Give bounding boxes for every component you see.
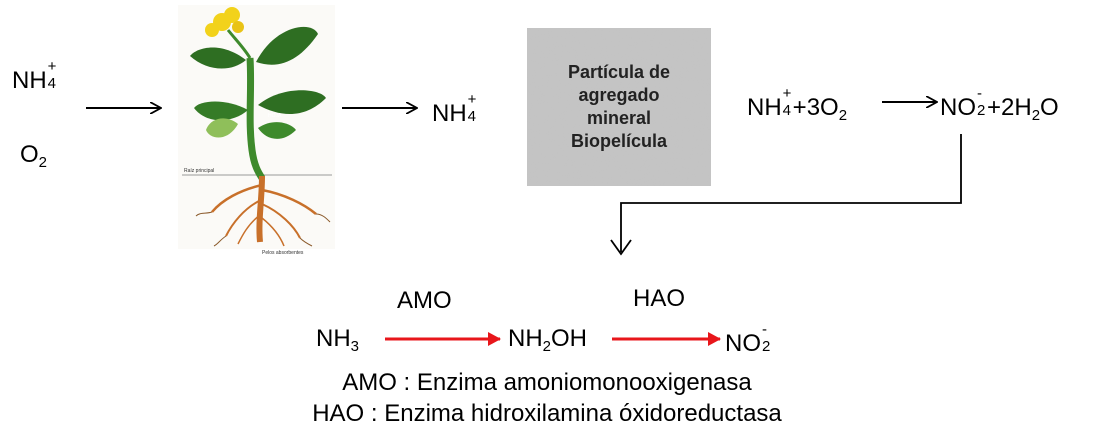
mineral-particle-label: Partícula de agregado mineral Biopelícul…	[527, 28, 711, 186]
mineral-particle	[527, 28, 711, 186]
mineral-line-1: Partícula de	[567, 62, 671, 82]
input-oxygen: O2	[20, 141, 48, 171]
reaction-reactants: NH+4+3O2	[747, 85, 848, 124]
plant-label-hairs: Pelos absorbentes	[262, 250, 304, 256]
leaf-mid-right	[258, 90, 326, 115]
reaction-products: NO-2+2H2O	[940, 85, 1059, 124]
flower	[205, 7, 252, 59]
pathway-hydroxylamine: NH2OH	[508, 325, 588, 355]
leaf-wilted	[206, 118, 238, 138]
plant-label-root: Raíz principal	[184, 168, 214, 174]
leaf-top-left	[190, 47, 246, 69]
legend-amo: AMO : Enzima amoniomonooxigenasa	[342, 369, 752, 396]
plant-label-leaf: HOJA	[268, 113, 282, 119]
leaf-mid-left	[194, 101, 248, 121]
input-ammonium: NH+4	[12, 58, 57, 94]
ammonium-after-plant: NH+4	[432, 91, 477, 127]
pathway-nitrite: NO-2	[725, 321, 771, 357]
mineral-line-4: Biopelícula	[570, 131, 667, 151]
leaf-lower-right	[258, 122, 296, 139]
leaf-top-right	[256, 26, 318, 65]
legend-hao: HAO : Enzima hidroxilamina óxidoreductas…	[312, 400, 782, 427]
connector-arrowhead	[610, 239, 632, 256]
plant-illustration: HOJA Raíz principal Pelos absorbentes	[178, 5, 335, 256]
mineral-line-3: mineral	[586, 108, 651, 128]
connector-arrow	[620, 134, 962, 252]
mineral-line-2: agregado	[578, 85, 660, 105]
pathway-ammonia: NH3	[316, 325, 360, 355]
roots	[195, 175, 331, 247]
pathway-enzyme-hao: HAO	[633, 285, 686, 312]
pathway-enzyme-amo: AMO	[397, 287, 452, 314]
